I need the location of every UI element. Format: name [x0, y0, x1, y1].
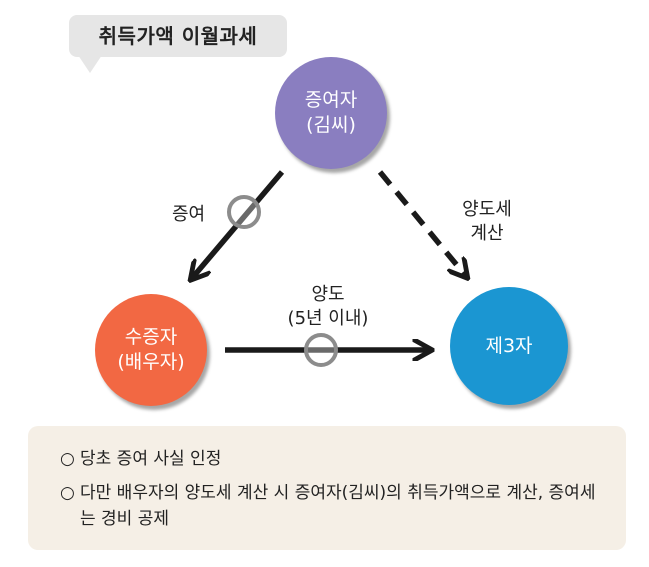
- bullet-circle-icon: ○: [60, 449, 75, 469]
- bullet-circle-icon: ○: [60, 483, 75, 503]
- transfer-label-line2: (5년 이내): [287, 308, 369, 329]
- note-text: 당초 증여 사실 인정: [80, 449, 222, 469]
- title-badge: 취득가액 이월과세: [69, 15, 287, 57]
- tax-label-line1: 양도세: [462, 199, 512, 220]
- gift-ring: [227, 195, 261, 229]
- transfer-ring: [304, 333, 338, 367]
- title-badge-tail: [78, 55, 102, 73]
- note-item: ○ 다만 배우자의 양도세 계산 시 증여자(김씨)의 취득가액으로 계산, 증…: [60, 480, 600, 532]
- donor-sublabel: (김씨): [306, 114, 356, 136]
- tax-dashed-arrow: [377, 170, 465, 275]
- tax-label-line2: 계산: [470, 223, 504, 244]
- recipient-label: 수증자: [124, 326, 178, 348]
- transfer-label-line1: 양도: [311, 284, 345, 305]
- recipient-node: 수증자 (배우자): [95, 294, 207, 406]
- note-item: ○ 당초 증여 사실 인정: [60, 446, 600, 472]
- third-party-label: 제3자: [485, 334, 533, 357]
- recipient-sublabel: (배우자): [117, 351, 185, 373]
- third-party-node: 제3자: [450, 287, 568, 405]
- tax-label: 양도세 계산: [455, 198, 519, 246]
- transfer-label: 양도 (5년 이내): [272, 283, 384, 331]
- donor-label: 증여자: [304, 89, 358, 111]
- donor-node: 증여자 (김씨): [275, 57, 387, 169]
- gift-label: 증여: [172, 204, 206, 225]
- note-text: 다만 배우자의 양도세 계산 시 증여자(김씨)의 취득가액으로 계산, 증여세…: [80, 483, 596, 529]
- note-box: ○ 당초 증여 사실 인정 ○ 다만 배우자의 양도세 계산 시 증여자(김씨)…: [28, 426, 626, 550]
